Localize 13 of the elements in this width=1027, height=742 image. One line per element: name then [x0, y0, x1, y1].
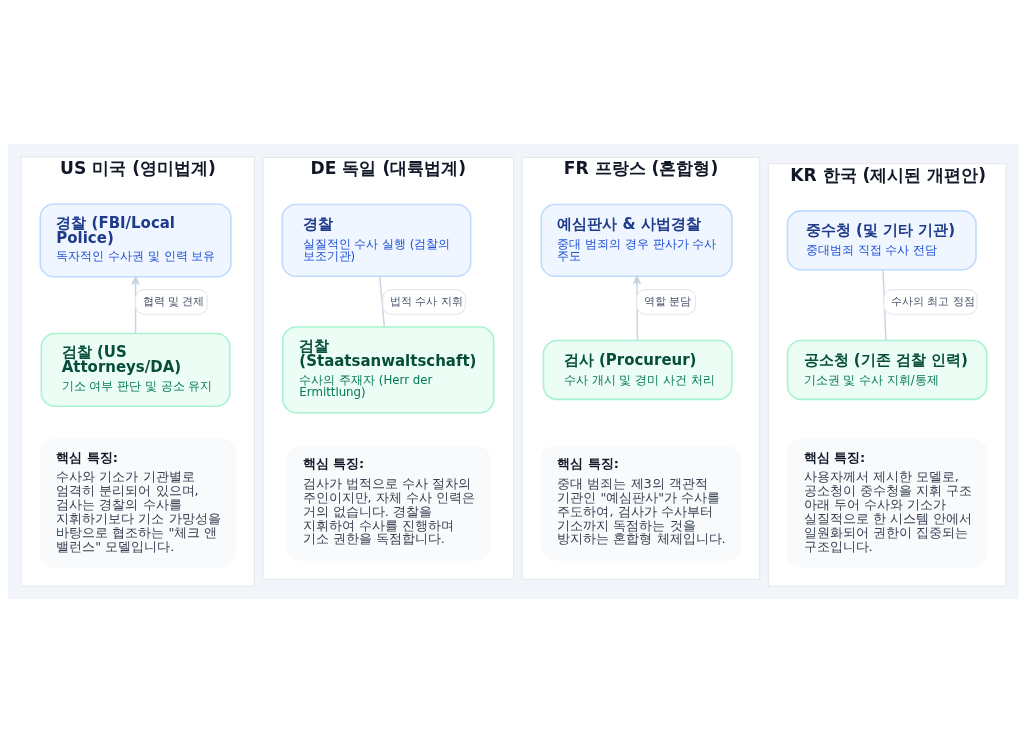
edge-label: 법적 수사 지휘: [389, 294, 463, 308]
node-box: 공소청 (기존 검찰 인력) 기소권 및 수사 지휘/통제: [786, 339, 988, 400]
edge-label: 역할 분담: [643, 294, 691, 308]
edge-label: 협력 및 견제: [142, 294, 205, 308]
node-box: 중수청 (및 기타 기관) 중대범죄 직접 수사 전담: [786, 209, 977, 271]
node-box: 경찰 실질적인 수사 실행 (검찰의 보조기관): [281, 203, 472, 277]
node-box: 경찰 (FBI/Local Police) 독자적인 수사권 및 인력 보유: [39, 202, 232, 278]
connector: [378, 275, 386, 328]
node-box: 예심판사 & 사법경찰 중대 범죄의 경우 판사가 수사 주도: [540, 203, 733, 277]
node-box: 검찰 (US Attorneys/DA) 기소 여부 판단 및 공소 유지: [40, 332, 231, 407]
node-box: 검찰 (Staatsanwaltschaft) 수사의 주재자 (Herr der Ermittlung): [282, 325, 495, 414]
edge-label: 수사의 최고 정점: [890, 294, 975, 308]
node-box: 검사 (Procureur) 수사 개시 및 경미 사건 처리: [542, 339, 733, 400]
